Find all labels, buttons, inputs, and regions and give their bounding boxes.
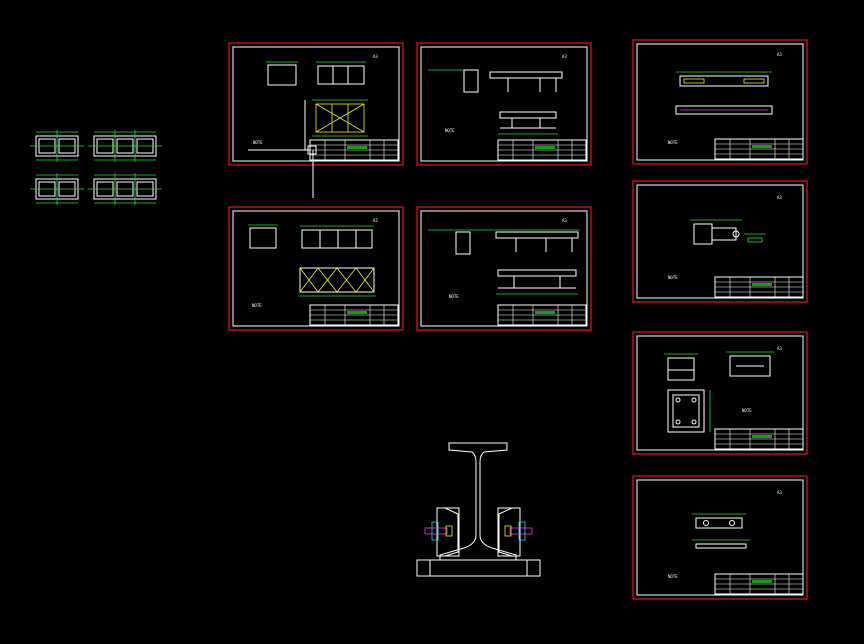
detail-view-4 — [88, 173, 162, 205]
svg-text:NOTE: NOTE — [449, 294, 459, 299]
drawing-sheet-1[interactable]: A3 NOTE — [228, 42, 404, 198]
sheet-3-drawing: A3 NOTE — [248, 218, 378, 308]
left-clamp — [424, 507, 460, 557]
detail-view-2 — [88, 130, 162, 162]
sheet-8-drawing: A3 NOTE — [668, 490, 782, 579]
rail-profile — [439, 442, 517, 561]
sheet-5-drawing: A3 NOTE — [668, 52, 782, 145]
svg-text:NOTE: NOTE — [668, 275, 678, 280]
svg-text:A3: A3 — [373, 54, 378, 59]
drawing-sheet-5[interactable]: A3 NOTE — [632, 39, 808, 165]
sheet-8-title-block — [714, 573, 804, 595]
sheet-7-drawing: A3 NOTE — [664, 346, 782, 433]
detail-view-3 — [30, 173, 84, 205]
sheet-2-title-block — [497, 139, 587, 161]
rail-clamp-section[interactable] — [416, 442, 541, 577]
detail-view-1 — [30, 130, 84, 162]
base-plate — [416, 559, 541, 577]
svg-text:A3: A3 — [777, 195, 782, 200]
right-clamp — [497, 507, 533, 557]
svg-text:NOTE: NOTE — [445, 128, 455, 133]
sheet-3-title-block — [309, 304, 399, 326]
sheet-6-title-block — [714, 276, 804, 298]
sheet-6-drawing: A3 NOTE — [668, 195, 782, 280]
svg-text:A3: A3 — [373, 218, 378, 223]
svg-text:A3: A3 — [777, 346, 782, 351]
svg-text:NOTE: NOTE — [252, 303, 262, 308]
sheet-2-drawing: A3 NOTE — [428, 54, 567, 135]
svg-text:A3: A3 — [562, 218, 567, 223]
svg-text:A3: A3 — [562, 54, 567, 59]
detail-views-group — [30, 130, 162, 205]
svg-text:NOTE: NOTE — [668, 574, 678, 579]
sheet-7-title-block — [714, 428, 804, 450]
drawing-sheet-2[interactable]: A3 NOTE — [416, 42, 592, 166]
drawing-sheet-7[interactable]: A3 NOTE — [632, 331, 808, 455]
sheet-1-title-block — [309, 139, 399, 161]
drawing-sheet-8[interactable]: A3 NOTE — [632, 475, 808, 600]
svg-text:NOTE: NOTE — [253, 140, 263, 145]
sheet-4-title-block — [497, 304, 587, 326]
sheet-1-drawing: A3 NOTE — [248, 54, 378, 198]
svg-text:NOTE: NOTE — [742, 408, 752, 413]
svg-text:A3: A3 — [777, 490, 782, 495]
sheet-4-drawing: A3 NOTE — [428, 218, 580, 299]
drawing-sheet-6[interactable]: A3 NOTE — [632, 180, 808, 303]
sheet-5-title-block — [714, 138, 804, 160]
drawing-sheet-3[interactable]: A3 NOTE — [228, 206, 404, 331]
svg-text:A3: A3 — [777, 52, 782, 57]
drawing-sheet-4[interactable]: A3 NOTE — [416, 206, 592, 331]
svg-text:NOTE: NOTE — [668, 140, 678, 145]
